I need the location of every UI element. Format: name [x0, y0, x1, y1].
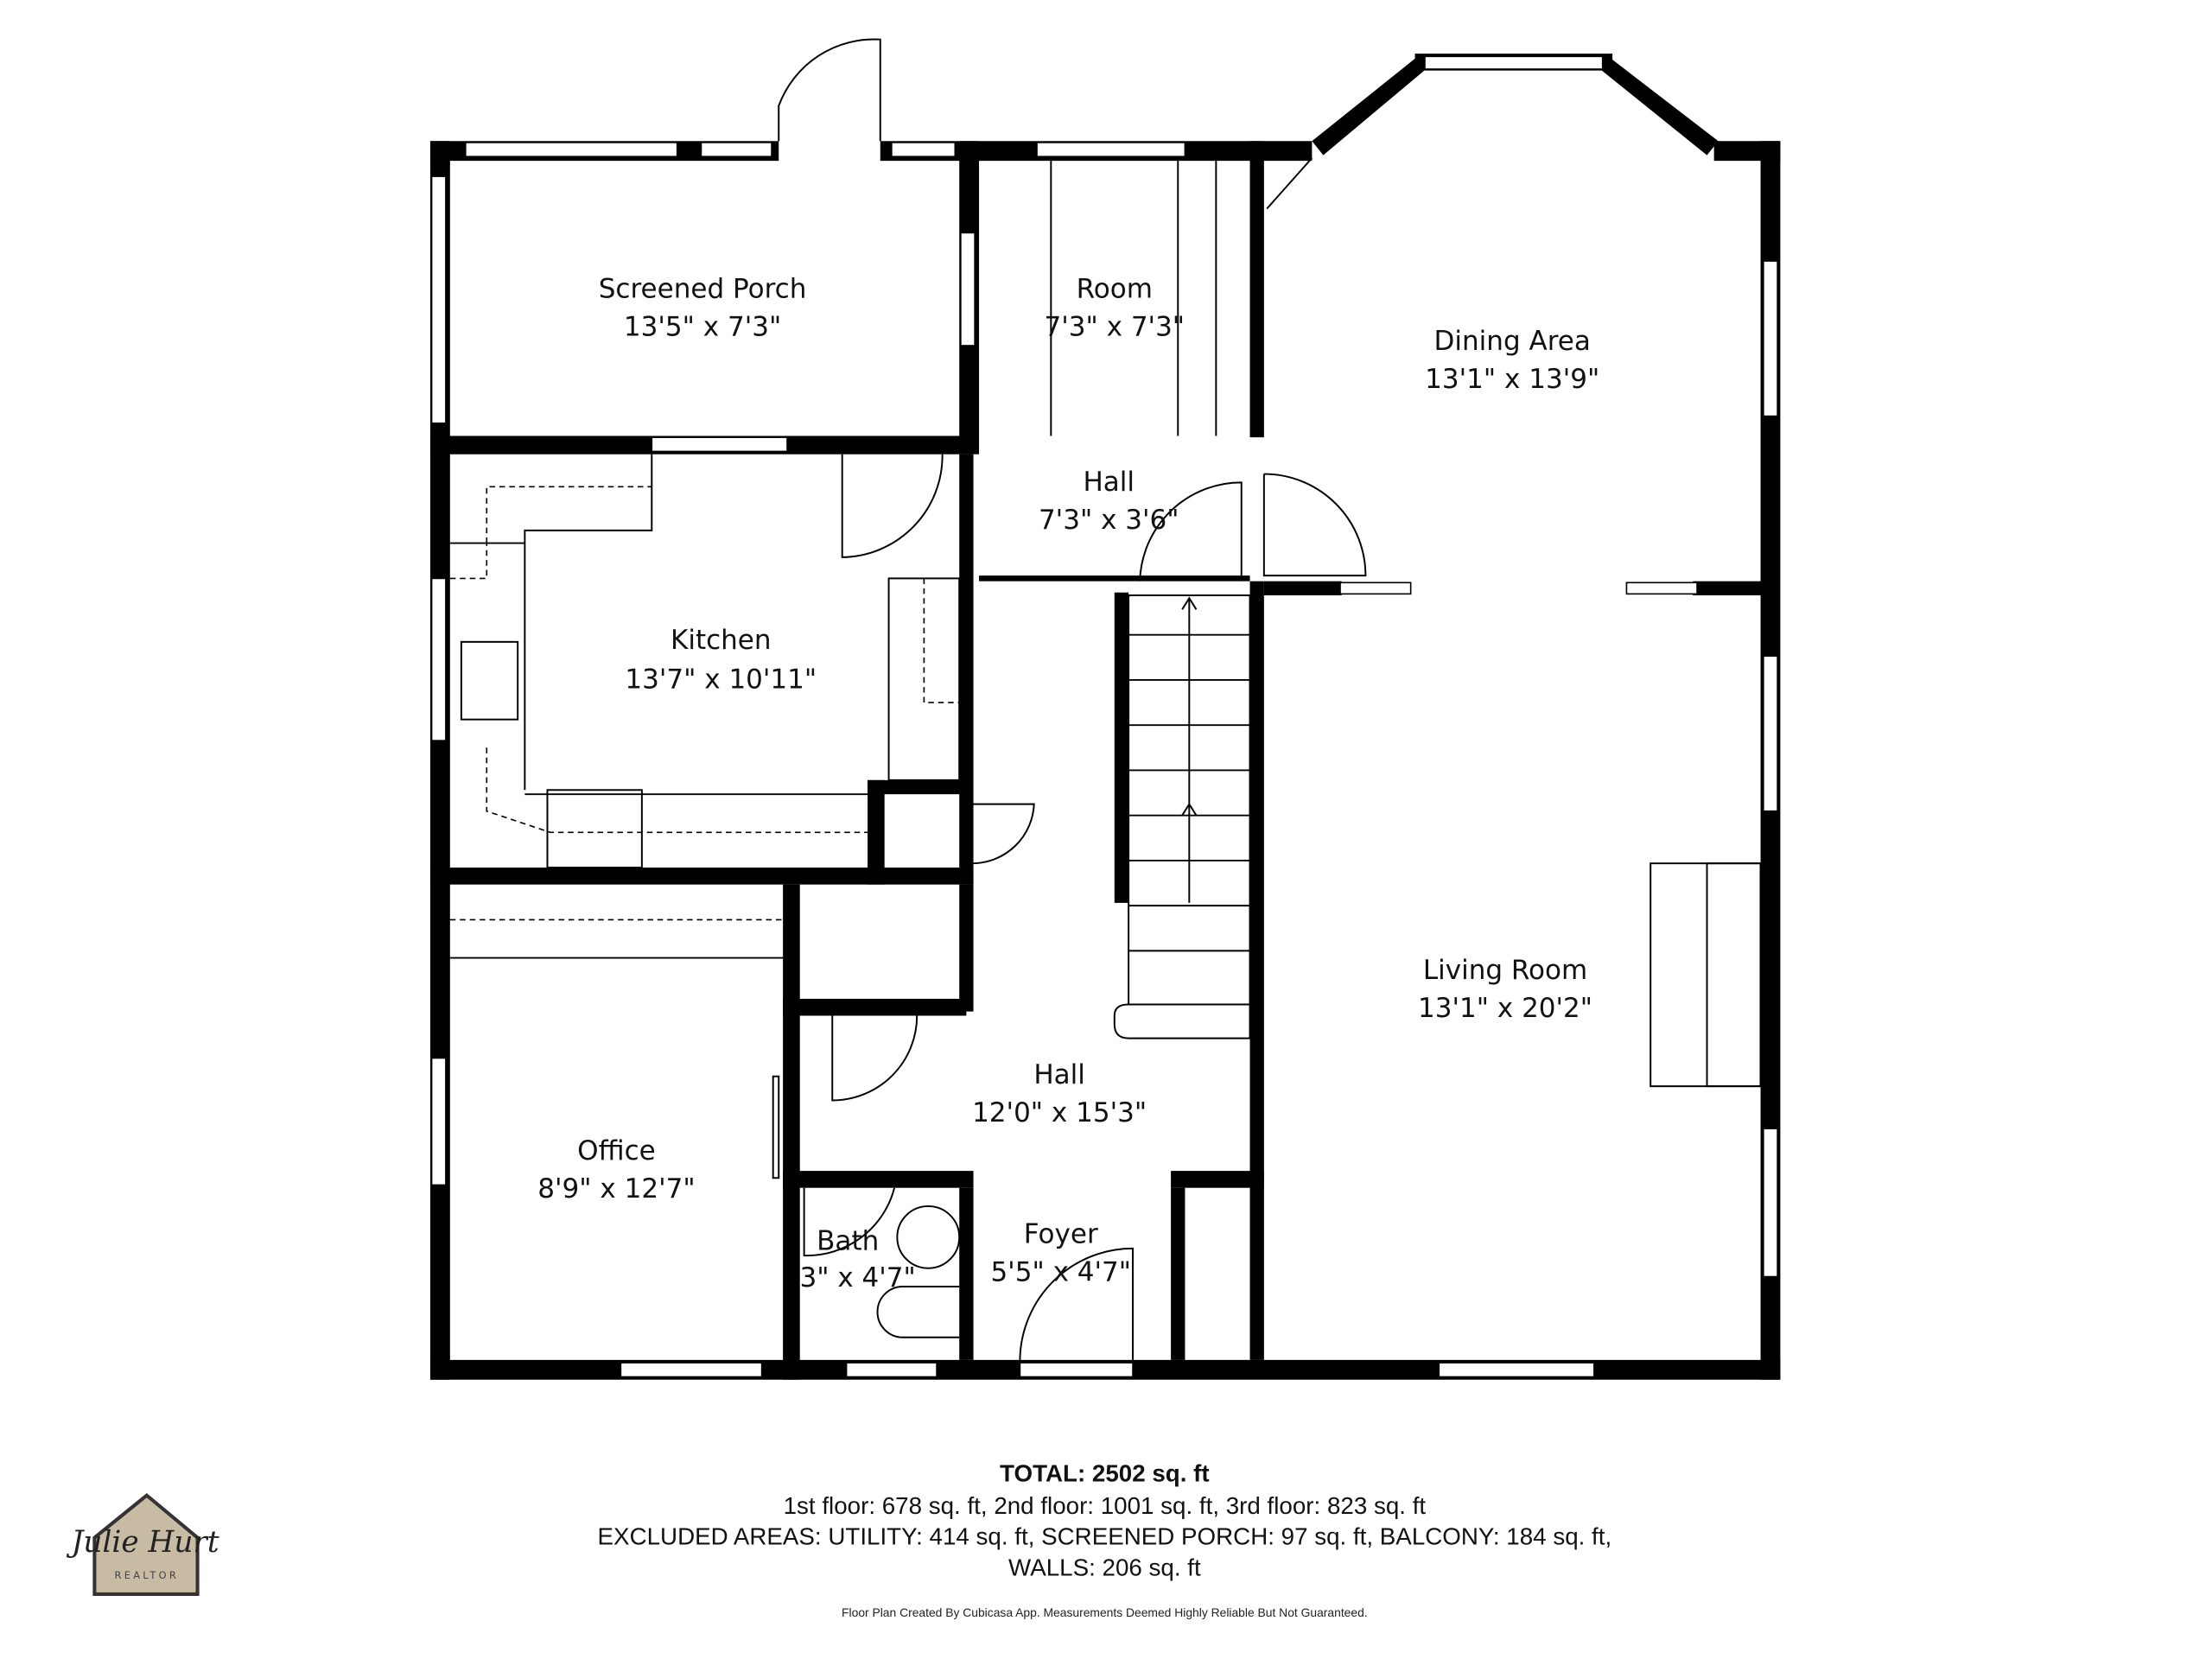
room-name: Kitchen: [671, 625, 772, 656]
room-size: 13'1" x 20'2": [1418, 993, 1592, 1024]
windows: [430, 55, 1778, 1378]
logo-name: Julie Hurt: [67, 1525, 219, 1560]
logo-subtitle: REALTOR: [115, 1569, 179, 1581]
disclaimer: Floor Plan Created By Cubicasa App. Meas…: [842, 1605, 1368, 1619]
room-size: 12'0" x 15'3": [972, 1097, 1147, 1128]
room-size: 13'7" x 10'11": [625, 664, 817, 696]
room-size: 13'1" x 13'9": [1425, 364, 1599, 395]
room-name: Screened Porch: [599, 273, 807, 304]
doors: [772, 38, 1367, 1360]
room-name: Bath: [817, 1226, 879, 1257]
room-name: Foyer: [1024, 1218, 1098, 1249]
room-name: Hall: [1033, 1059, 1085, 1090]
room-name: Dining Area: [1434, 326, 1591, 357]
room-size: 3" x 4'7": [799, 1262, 915, 1294]
room-name: Living Room: [1423, 955, 1587, 986]
total-area: TOTAL: 2502 sq. ft: [1000, 1459, 1210, 1486]
floor-areas: 1st floor: 678 sq. ft, 2nd floor: 1001 s…: [784, 1492, 1427, 1519]
room-name: Room: [1077, 273, 1153, 304]
realtor-logo: Julie Hurt REALTOR: [67, 1492, 219, 1596]
room-name: Office: [577, 1135, 656, 1166]
walls-area: WALLS: 206 sq. ft: [1008, 1554, 1201, 1581]
room-size: 5'5" x 4'7": [990, 1256, 1131, 1287]
room-size: 7'3" x 7'3": [1044, 312, 1185, 343]
fixtures: [449, 157, 1762, 1338]
room-labels: Screened Porch 13'5" x 7'3" Room 7'3" x …: [537, 273, 1599, 1293]
room-size: 13'5" x 7'3": [624, 312, 781, 343]
area-summary: TOTAL: 2502 sq. ft 1st floor: 678 sq. ft…: [598, 1459, 1612, 1619]
stairs: [1113, 594, 1251, 1039]
room-size: 7'3" x 3'6": [1039, 505, 1179, 536]
excluded-areas: EXCLUDED AREAS: UTILITY: 414 sq. ft, SCR…: [598, 1523, 1612, 1550]
room-size: 8'9" x 12'7": [537, 1173, 695, 1205]
room-name: Hall: [1083, 467, 1135, 498]
